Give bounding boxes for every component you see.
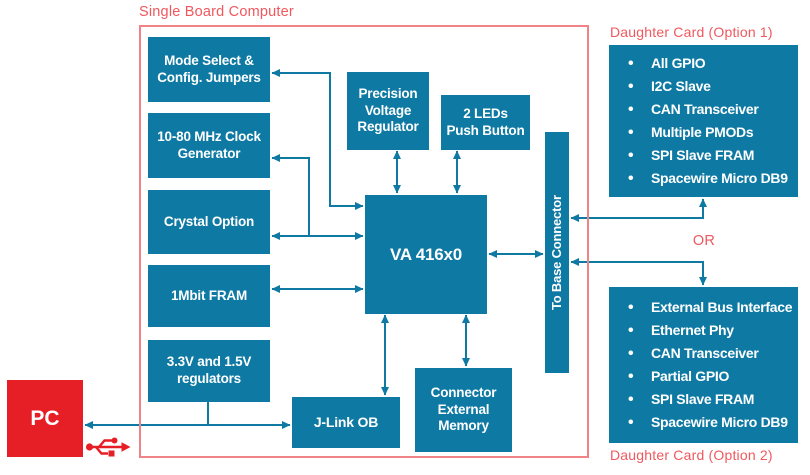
daughter-card-1: All GPIO I2C Slave CAN Transceiver Multi… [609,45,798,197]
block-regulators: 3.3V and 1.5V regulators [148,340,270,402]
list-item: Spacewire Micro DB9 [609,167,798,190]
arrow-base-daughter1 [570,198,707,222]
block-mode-select: Mode Select & Config. Jumpers [148,37,270,102]
list-item: SPI Slave FRAM [609,144,798,167]
block-jlink: J-Link OB [292,397,400,448]
block-precision-voltage-regulator: Precision Voltage Regulator [347,72,429,150]
daughter-card-2-title: Daughter Card (Option 2) [610,447,773,463]
usb-icon [85,437,131,457]
block-crystal-option: Crystal Option [148,190,270,254]
daughter-card-1-title: Daughter Card (Option 1) [610,24,773,40]
daughter-card-2: External Bus Interface Ethernet Phy CAN … [609,287,798,443]
sbc-boundary [139,25,589,458]
sbc-title: Single Board Computer [139,4,294,20]
list-item: Multiple PMODs [609,121,798,144]
block-clock-generator: 10-80 MHz Clock Generator [148,113,270,178]
list-item: SPI Slave FRAM [609,388,798,411]
daughter-card-1-list: All GPIO I2C Slave CAN Transceiver Multi… [609,45,798,197]
block-pc: PC [7,380,83,457]
block-base-connector: To Base Connector [545,132,569,373]
block-connector-external-memory: Connector External Memory [415,368,512,452]
daughter-card-2-list: External Bus Interface Ethernet Phy CAN … [609,287,798,443]
list-item: I2C Slave [609,75,798,98]
or-label: OR [692,233,716,249]
arrow-base-daughter2 [570,258,707,286]
block-leds-push-button: 2 LEDs Push Button [441,95,530,150]
block-fram: 1Mbit FRAM [148,265,270,327]
list-item: All GPIO [609,52,798,75]
list-item: Spacewire Micro DB9 [609,411,798,434]
list-item: Partial GPIO [609,365,798,388]
list-item: CAN Transceiver [609,342,798,365]
list-item: CAN Transceiver [609,98,798,121]
list-item: Ethernet Phy [609,319,798,342]
list-item: External Bus Interface [609,296,798,319]
block-mcu-va416x0: VA 416x0 [365,195,487,314]
